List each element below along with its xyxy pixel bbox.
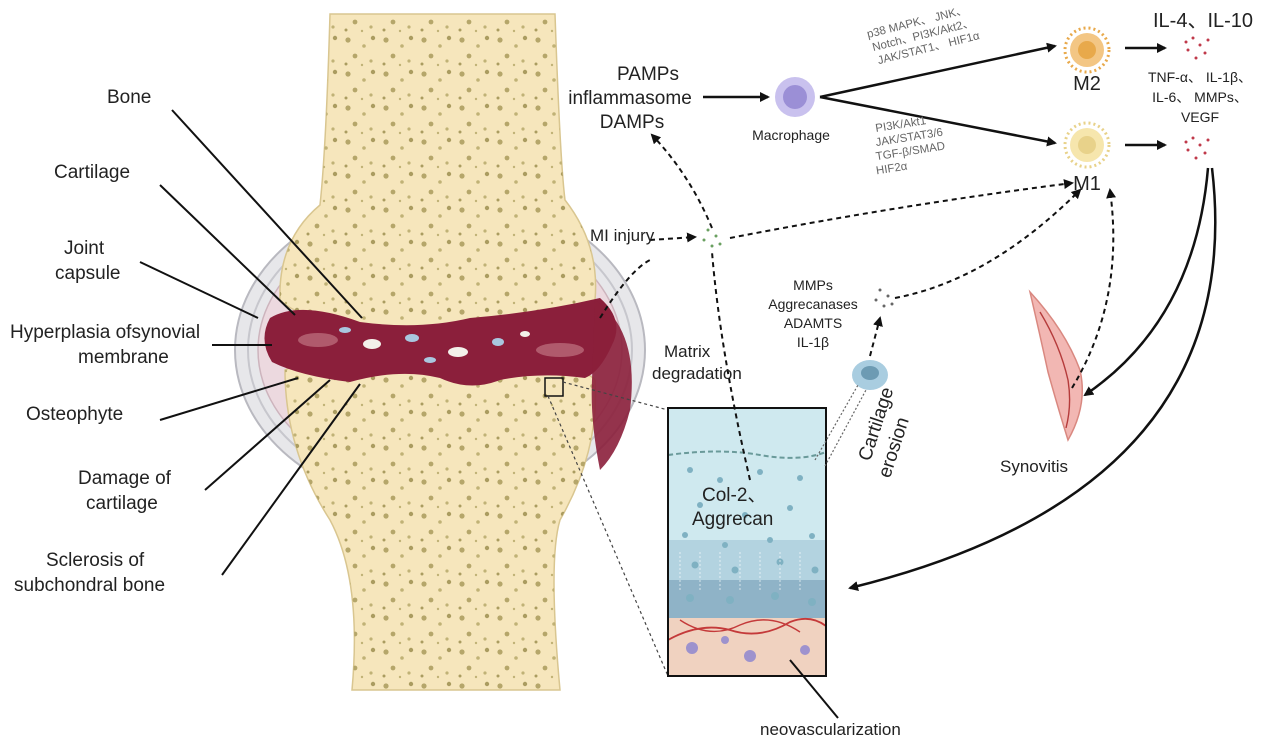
label-pamps: PAMPs (617, 64, 679, 85)
label-capsule: capsule (55, 263, 121, 284)
m2-signaling-labels: p38 MAPK、 JNK、 Notch、PI3K/Akt2、 JAK/STAT… (866, 3, 981, 68)
label-m2: M2 (1073, 73, 1101, 95)
label-damps: DAMPs (600, 112, 664, 133)
dashed-synovitis-to-m1 (1072, 190, 1113, 388)
label-matrix: Matrix (664, 342, 711, 361)
cartilage-section (668, 408, 826, 678)
label-m1: M1 (1073, 173, 1101, 195)
m2-cell (1065, 28, 1109, 72)
macrophage-cell (775, 77, 815, 117)
label-neovascularization: neovascularization (760, 720, 901, 739)
lower-bone (285, 362, 596, 690)
dashed-mi-to-damps (652, 135, 712, 228)
m1-signaling-labels: PI3K/Akt1 JAK/STAT3/6 TGF-β/SMAD HIF2α (869, 113, 949, 178)
label-joint: Joint (64, 238, 105, 259)
m1-cytokine-2: IL-6、 MMPs、 (1152, 89, 1248, 105)
dashed-mi-to-m1 (730, 183, 1072, 238)
label-bone: Bone (107, 87, 151, 108)
label-m2-cytokines: IL-4、IL-10 (1153, 10, 1253, 32)
damps-cluster-mi (703, 229, 722, 248)
synovitis-tissue (1030, 292, 1082, 440)
m1-cytokine-labels: TNF-α、 IL-1β、 IL-6、 MMPs、 VEGF (1148, 69, 1252, 125)
leader-cartilage (160, 185, 295, 315)
label-hyperplasia: Hyperplasia ofsynovial (10, 322, 200, 343)
cartilage-erosion-label: Cartilage erosion (852, 385, 921, 481)
enzyme-aggrecanases: Aggrecanases (768, 296, 858, 312)
label-membrane: membrane (78, 347, 169, 368)
label-damage-of: Damage of (78, 468, 172, 489)
label-cartilage: Cartilage (54, 162, 130, 183)
label-sclerosis-of: Sclerosis of (46, 550, 145, 571)
label-col2: Col-2、 (702, 485, 766, 506)
label-subchondral-bone: subchondral bone (14, 575, 165, 596)
enzyme-cluster (875, 289, 894, 308)
label-damage-cartilage: cartilage (86, 493, 158, 514)
m1-signal-4: HIF2α (875, 161, 908, 178)
cytokines-m2 (1185, 37, 1210, 60)
label-macrophage: Macrophage (752, 127, 830, 143)
dashed-to-mi-injury (650, 237, 695, 240)
enzyme-labels: MMPs Aggrecanases ADAMTS IL-1β (768, 277, 858, 350)
m1-cytokine-3: VEGF (1181, 109, 1219, 125)
anatomy-labels: Bone Cartilage Joint capsule Hyperplasia… (10, 87, 200, 596)
enzyme-il1b: IL-1β (797, 334, 829, 350)
dashed-chondrocyte-to-enzymes (870, 318, 880, 356)
enzyme-mmps: MMPs (793, 277, 833, 293)
leader-joint-capsule (140, 262, 258, 318)
trigger-labels: PAMPs inflammasome DAMPs (568, 64, 692, 133)
matrix-degradation-label: Matrix degradation (652, 342, 742, 383)
dashed-enzymes-to-m1 (895, 190, 1080, 298)
label-inflammasome: inflammasome (568, 88, 692, 109)
label-synovitis: Synovitis (1000, 457, 1068, 476)
label-osteophyte: Osteophyte (26, 404, 123, 425)
label-mi-injury: MI injury (590, 226, 655, 245)
label-degradation: degradation (652, 364, 742, 383)
m1-cell (1065, 123, 1109, 167)
arrow-macrophage-to-m2 (820, 46, 1055, 97)
arrow-cytokines-to-synovitis (1085, 168, 1208, 395)
label-aggrecan: Aggrecan (692, 509, 773, 530)
enzyme-adamts: ADAMTS (784, 315, 842, 331)
m1-cytokine-1: TNF-α、 IL-1β、 (1148, 69, 1252, 85)
cytokines-m1 (1185, 137, 1210, 160)
